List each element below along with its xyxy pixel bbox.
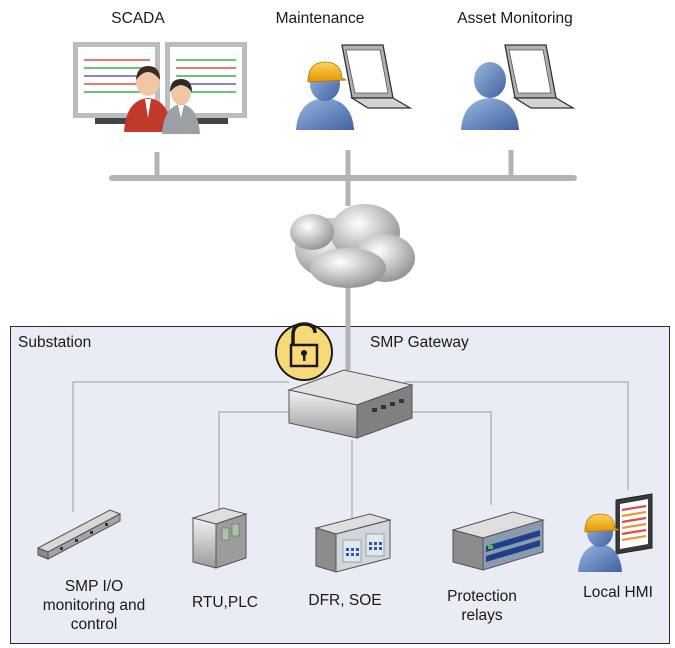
wan-bus <box>109 150 577 370</box>
protection-relays-device-icon <box>451 511 545 571</box>
substation-label: Substation <box>18 334 92 351</box>
device-label-dfr-soe: DFR, SOE <box>308 592 382 609</box>
lock-icon <box>275 322 333 381</box>
rtu-plc-device-icon <box>191 507 248 569</box>
maintenance-icon <box>296 44 413 130</box>
device-label-rtu-plc: RTU,PLC <box>191 594 259 611</box>
substation-wiring <box>72 381 629 518</box>
scada-label: SCADA <box>111 10 165 27</box>
gateway-device-icon <box>287 369 414 439</box>
gateway-label: SMP Gateway <box>370 334 469 351</box>
asset-monitoring-icon <box>461 44 576 130</box>
cloud-icon <box>290 204 415 288</box>
device-label-protection-relays: Protection relays <box>447 588 517 624</box>
smp-io-device-icon <box>36 509 122 560</box>
device-label-smp-io: SMP I/O monitoring and control <box>42 578 146 633</box>
asset-monitoring-label: Asset Monitoring <box>457 10 573 27</box>
dfr-soe-device-icon <box>314 513 392 573</box>
device-label-local-hmi: Local HMI <box>583 584 653 601</box>
local-hmi-icon <box>578 493 653 572</box>
scada-icon <box>73 42 247 134</box>
maintenance-label: Maintenance <box>275 10 365 27</box>
